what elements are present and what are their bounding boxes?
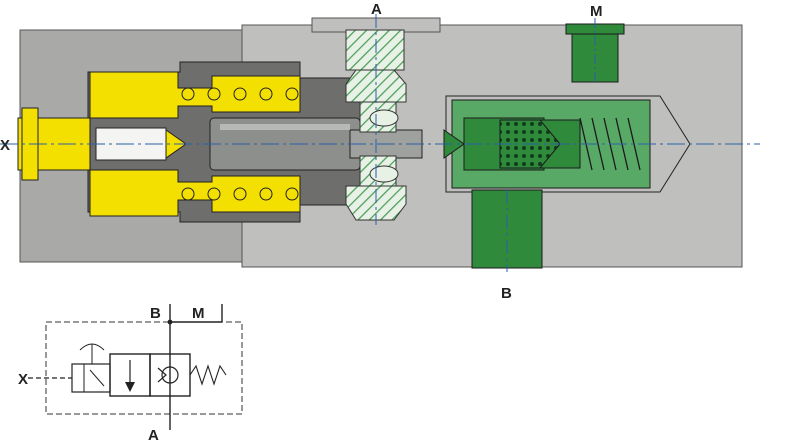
left-spring-upper bbox=[181, 87, 299, 101]
symbol-label-m: M bbox=[192, 305, 205, 322]
hydraulic-symbol bbox=[28, 304, 243, 430]
hatched-seat-block bbox=[345, 29, 407, 221]
label-port-b: B bbox=[501, 285, 512, 302]
yellow-piston bbox=[17, 71, 301, 217]
symbol-label-a: A bbox=[148, 427, 159, 444]
symbol-label-b: B bbox=[150, 305, 161, 322]
label-port-a: A bbox=[371, 1, 382, 18]
label-port-x: X bbox=[0, 137, 10, 154]
symbol-label-x: X bbox=[18, 371, 28, 388]
label-port-m: M bbox=[590, 3, 603, 20]
left-spring-lower bbox=[181, 187, 299, 201]
